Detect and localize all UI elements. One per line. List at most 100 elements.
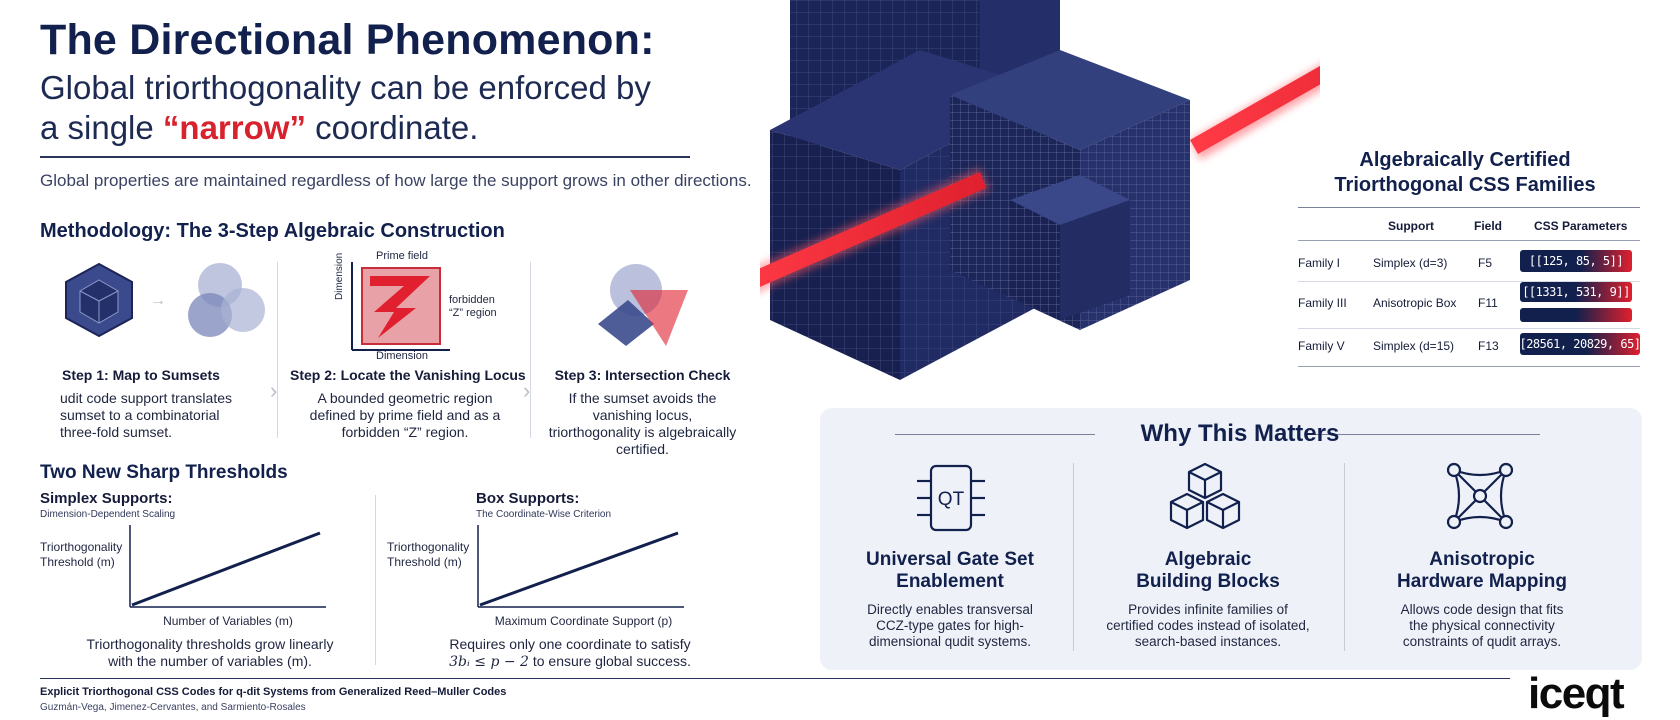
table-title-line-1: Algebraically Certified [1359,149,1571,171]
page-title: The Directional Phenomenon: [40,16,655,64]
why-item-3-title-line-1: Anisotropic [1429,549,1535,570]
cube-illustration [760,0,1320,380]
subtitle-prefix: a single [40,109,163,146]
why-line-right [1315,434,1540,435]
row-divider [1298,328,1640,329]
table-row: Family I Simplex (d=3) F5 [[125, 85, 5]] [1298,248,1640,280]
table-header-rule [1298,240,1640,241]
qt-chip-icon: QT [917,464,985,532]
stacked-cubes-icon [1169,462,1241,530]
methodology-title: Methodology: The 3-Step Algebraic Constr… [40,220,505,242]
laser-beam-back [1190,65,1320,160]
table-row: Family V Simplex (d=15) F13 [[28561, 208… [1298,330,1648,364]
why-item-1-body-line-3: dimensional qudit systems. [868,634,1032,649]
family-cell: Family V [1298,339,1345,353]
why-panel [820,408,1642,670]
why-item-3-body: Allows code design that fits the physica… [1372,602,1592,650]
prime-field-label: Prime field [376,250,428,262]
footer-paper-title: Explicit Triorthogonal CSS Codes for q-d… [40,686,507,698]
why-item-2-title-line-1: Algebraic [1164,549,1252,570]
z-region-icon [351,262,450,351]
laser-beam-front [760,168,990,292]
step-1-title: Step 1: Map to Sumsets [62,367,220,383]
table-title-line-2: Triorthogonal CSS Families [1334,174,1596,196]
simplex-x-label: Number of Variables (m) [163,614,293,628]
why-item-3-body-line-3: constraints of qudit arrays. [1402,634,1562,649]
iceqt-logo: iceqt [1528,669,1625,718]
front-block [1010,175,1130,320]
params-bar-secondary [1520,308,1632,322]
why-separator-2 [1344,463,1345,651]
subtitle-line-1: Global triorthogonality can be enforced … [40,69,651,106]
subtitle-highlight: “narrow” [162,109,306,146]
simplex-subtitle: Dimension-Dependent Scaling [40,509,176,520]
why-title: Why This Matters [1140,420,1340,447]
support-cell: Anisotropic Box [1373,296,1457,310]
table-bottom-rule [1298,366,1640,367]
box-body-line-2: 3bᵢ ≤ p − 2 to ensure global success. [420,653,720,671]
family-cell: Family I [1298,256,1340,270]
box-trend-line [479,531,679,607]
why-line-left [895,434,1095,435]
why-separator-1 [1073,463,1074,651]
simplex-y-label: Triorthogonality Threshold (m) [40,540,122,570]
simplex-body-line-1: Triorthogonality thresholds grow linearl… [86,636,334,652]
why-item-2-title: Algebraic Building Blocks [1108,549,1308,593]
simplex-body: Triorthogonality thresholds grow linearl… [60,636,360,670]
step-3-body: If the sumset avoids the vanishing locus… [548,390,737,457]
network-nodes-icon [1446,462,1514,530]
dimension-x-label: Dimension [376,350,428,362]
footer-authors: Guzmán-Vega, Jimenez-Cervantes, and Sarm… [40,702,306,713]
why-item-1-title-line-1: Universal Gate Set [866,549,1034,570]
table-title: Algebraically Certified Triorthogonal CS… [1300,148,1630,198]
simplex-trend-line [131,531,321,607]
dimension-y-label: Dimension [334,252,345,300]
table-top-rule [1298,207,1640,208]
why-item-2-title-line-2: Building Blocks [1136,571,1280,592]
header-divider [40,156,690,158]
step-1-body: udit code support translates sumset to a… [60,390,232,440]
box-formula: 3bᵢ ≤ p − 2 [449,654,529,670]
box-body: Requires only one coordinate to satisfy … [420,636,720,671]
simplex-threshold-plot [129,525,326,608]
step-2-body: A bounded geometric region defined by pr… [309,390,501,440]
field-cell: F13 [1478,339,1499,353]
why-item-3-body-line-1: Allows code design that fits [1400,602,1564,617]
step-separator-1 [277,262,278,438]
family-cell: Family III [1298,296,1347,310]
table-header-field: Field [1474,219,1503,233]
page-subtitle: Global triorthogonality can be enforced … [40,68,720,148]
why-item-2-body-line-1: Provides infinite families of [1128,602,1288,617]
support-cell: Simplex (d=3) [1373,256,1448,270]
step-3-title: Step 3: Intersection Check [554,367,731,383]
why-item-1-title-line-2: Enablement [896,571,1004,592]
chip-label: QT [938,489,965,510]
why-item-2-body-line-2: certified codes instead of isolated, [1106,618,1310,633]
params-cell: [[1331, 531, 9]] [1520,282,1632,302]
why-item-3-title-line-2: Hardware Mapping [1397,571,1567,592]
why-item-1-body-line-2: CCZ-type gates for high- [876,618,1024,633]
simplex-y-label-line-1: Triorthogonality [40,540,123,554]
why-item-1-body-line-1: Directly enables transversal [867,602,1033,617]
threshold-separator [375,495,376,665]
lead-text: Global properties are maintained regardl… [40,171,752,190]
arrow-right-icon: → [150,292,166,309]
subtitle-line-2: a single “narrow” coordinate. [40,108,720,148]
table-header-params: CSS Parameters [1534,219,1628,233]
row-divider [1298,281,1640,282]
why-item-1-body: Directly enables transversal CCZ-type ga… [840,602,1060,650]
box-y-label-line-2: Threshold (m) [387,555,462,569]
chevron-right-icon: › [270,378,278,403]
subtitle-suffix: coordinate. [305,109,479,146]
forbidden-label-line-1: forbidden [449,294,495,306]
params-cell: [[125, 85, 5]] [1520,250,1632,272]
forbidden-label: forbidden “Z” region [449,294,497,320]
support-cell: Simplex (d=15) [1373,339,1455,353]
why-item-3-title: Anisotropic Hardware Mapping [1382,549,1582,593]
table-row: Family III Anisotropic Box F11 [[1331, 5… [1298,282,1640,326]
table-header-support: Support [1388,219,1434,233]
step-2-title: Step 2: Locate the Vanishing Locus [290,367,526,383]
field-cell: F5 [1478,256,1493,270]
step-separator-2 [530,262,531,438]
intersection-icon [598,264,688,346]
